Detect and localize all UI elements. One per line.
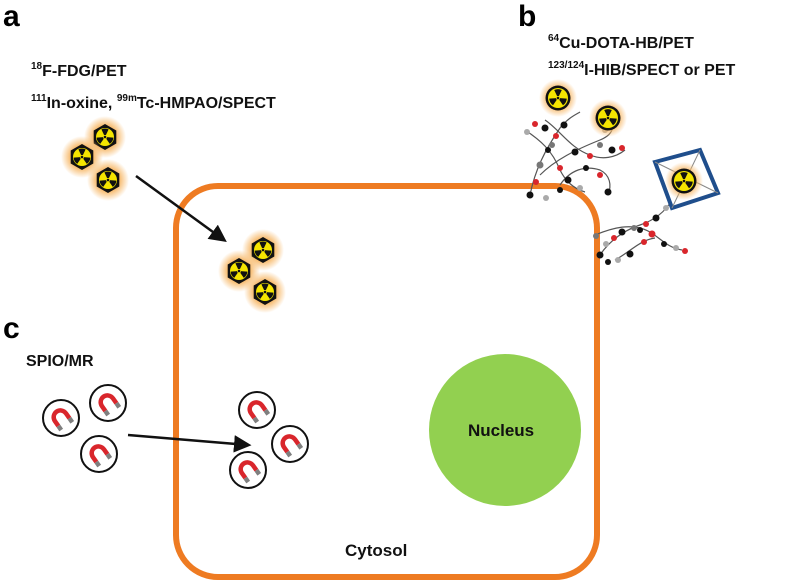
horseshoe-magnet-icon: [89, 384, 127, 422]
cu-dota-hb-text: Cu-DOTA-HB/PET: [559, 35, 694, 52]
horseshoe-magnet-icon: [42, 399, 80, 437]
isotope-mass-64: 64: [548, 33, 560, 44]
horseshoe-magnet-icon: [238, 391, 276, 429]
panel-a-tracers-outside: [61, 116, 129, 201]
panel-c-label-spio: SPIO/MR: [26, 353, 94, 370]
isotope-mass-99m: 99m: [116, 93, 137, 104]
isotope-mass-123-124: 123/124: [548, 60, 585, 71]
horseshoe-magnet-icon: [80, 435, 118, 473]
i-hib-text: I-HIB/SPECT or PET: [584, 62, 736, 79]
radiation-trefoil-icon: [87, 159, 129, 201]
uptake-arrow-c: [127, 433, 252, 453]
tc-hmpao-text: Tc-HMPAO/SPECT: [136, 95, 276, 112]
radiation-trefoil-icon: [244, 271, 286, 313]
fdg-pet-text: F-FDG/PET: [42, 63, 127, 80]
radiation-trefoil-icon: [539, 79, 577, 117]
nucleus: [429, 354, 581, 506]
radiation-trefoil-icon: [665, 162, 703, 200]
panel-c-magnets-outside: [42, 384, 127, 473]
horseshoe-magnet-icon: [229, 451, 267, 489]
panel-letter-a: a: [3, 0, 20, 33]
uptake-arrow-a: [135, 174, 227, 243]
in-oxine-text: In-oxine,: [46, 95, 117, 112]
panel-b-label-iodine: 123/124I-HIB/SPECT or PET: [548, 61, 735, 79]
isotope-mass-18: 18: [31, 61, 43, 72]
panel-letter-c: c: [3, 312, 20, 345]
nucleus-label: Nucleus: [468, 421, 535, 440]
panel-a-label-fdg: 18F-FDG/PET: [31, 62, 127, 80]
isotope-mass-111: 111: [31, 93, 47, 104]
panel-a-label-spect: 111In-oxine, 99mTc-HMPAO/SPECT: [31, 94, 276, 112]
radiation-trefoil-icon: [589, 99, 627, 137]
hyperbranched-polymer-icon: [524, 111, 688, 265]
cytosol-label: Cytosol: [345, 541, 408, 560]
panel-letter-b: b: [518, 0, 537, 33]
panel-b-label-cu: 64Cu-DOTA-HB/PET: [548, 34, 694, 52]
horseshoe-magnet-icon: [271, 425, 309, 463]
